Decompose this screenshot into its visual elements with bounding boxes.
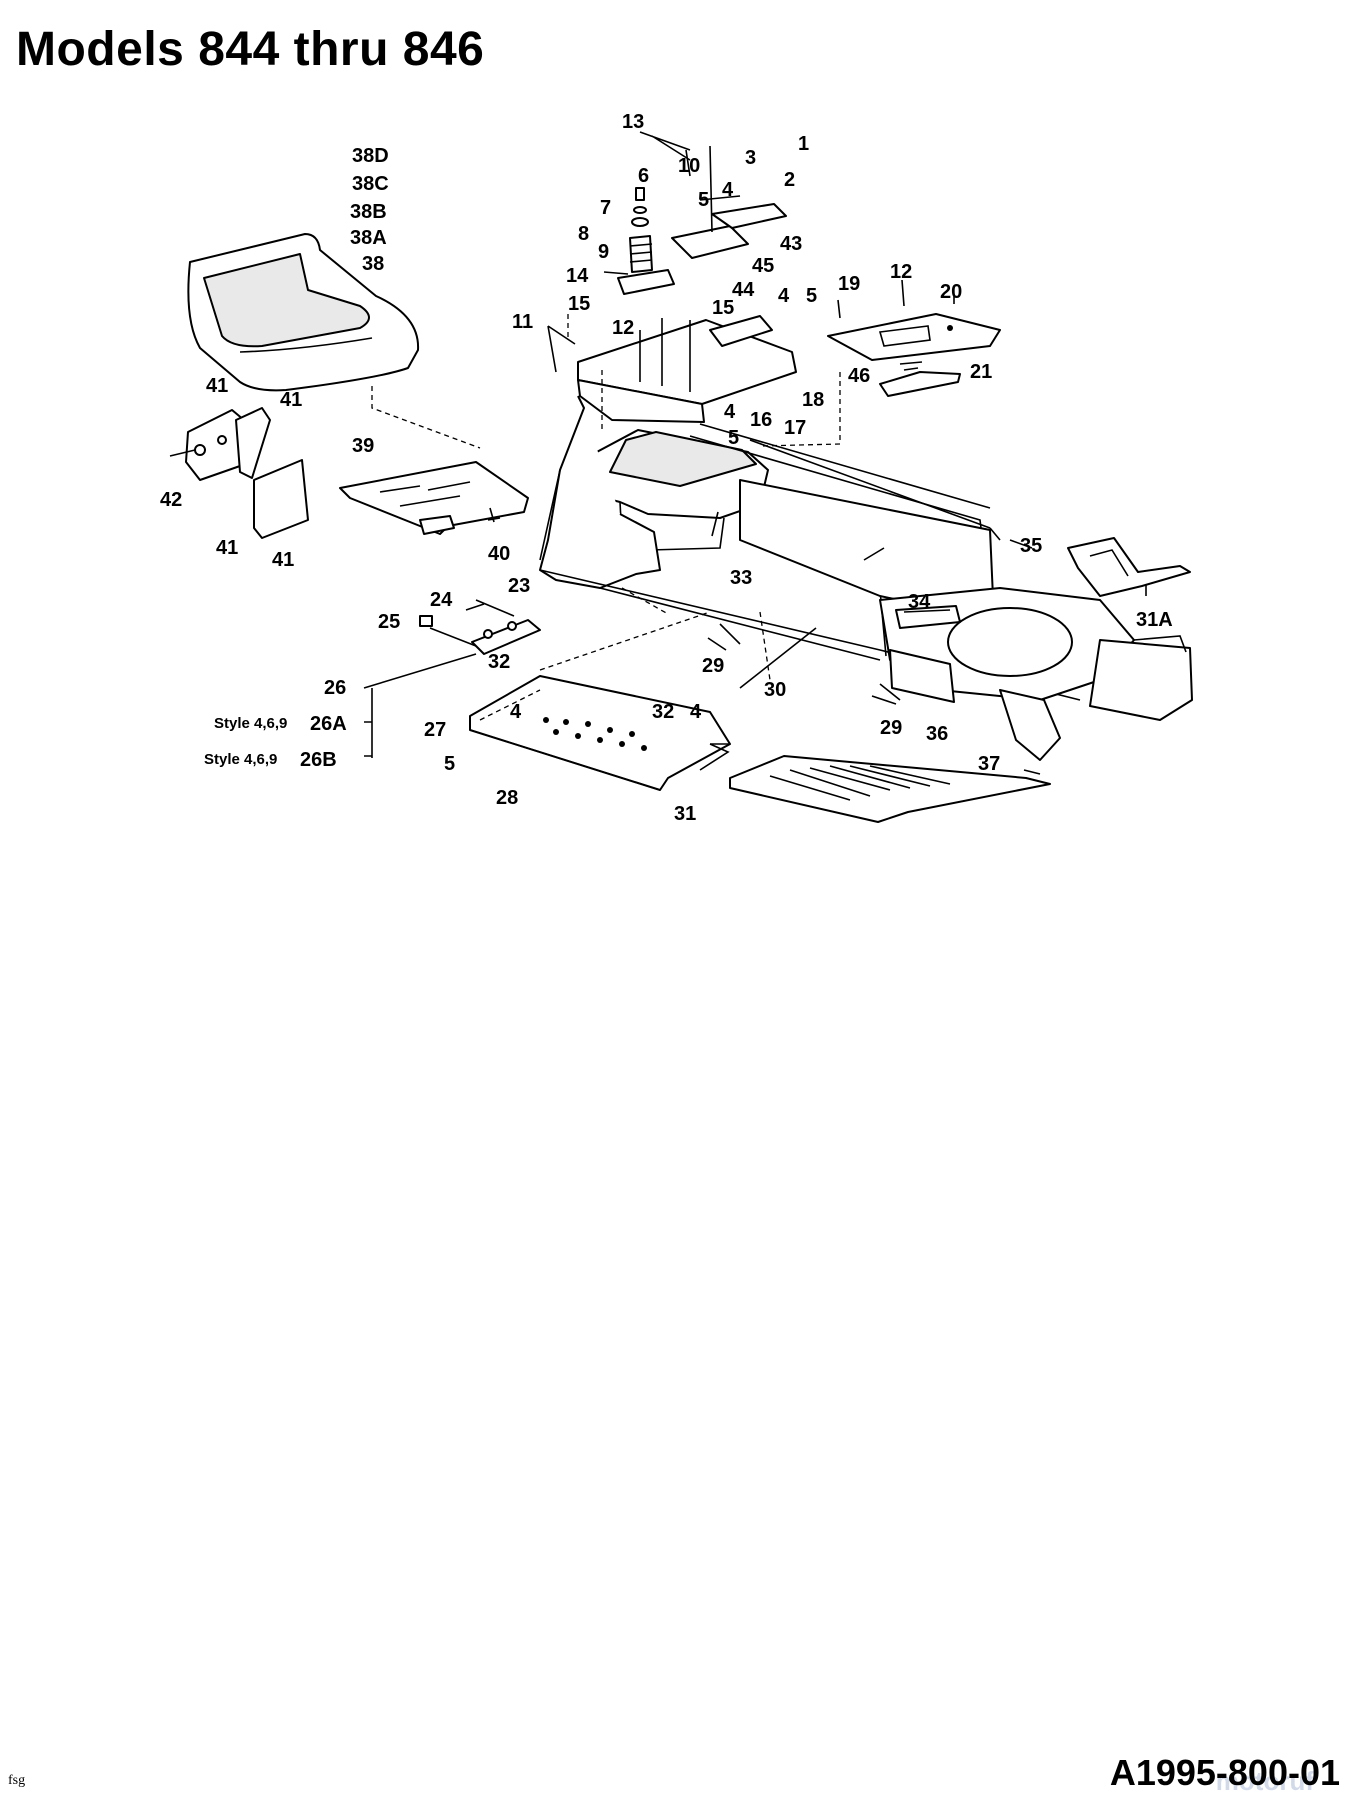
callout-4e: 4 [690, 701, 702, 723]
callout-43: 43 [780, 233, 802, 255]
callout-41a: 41 [206, 375, 228, 397]
callout-34: 34 [908, 591, 931, 613]
callout-25: 25 [378, 611, 400, 633]
callout-26: 26 [324, 677, 346, 699]
callout-42: 42 [160, 489, 182, 511]
rear-step-drawing [1067, 537, 1191, 597]
callout-38B: 38B [350, 201, 387, 223]
callout-37: 37 [978, 753, 1000, 775]
callout-15: 15 [568, 293, 590, 315]
style-label-a: Style 4,6,9 [214, 715, 287, 732]
callout-6: 6 [638, 165, 649, 187]
console-drawing [577, 315, 797, 423]
callout-41b: 41 [280, 389, 302, 411]
callout-5d: 5 [444, 753, 455, 775]
callout-32b: 32 [652, 701, 674, 723]
page-title: Models 844 thru 846 [16, 23, 485, 76]
callout-38: 38 [362, 253, 384, 275]
callout-21: 21 [970, 361, 992, 383]
floor-mat-drawing [729, 755, 1051, 823]
callout-26A: 26A [310, 713, 347, 735]
callout-38C: 38C [352, 173, 389, 195]
callout-45: 45 [752, 255, 774, 277]
callout-9: 9 [598, 241, 609, 263]
callout-29a: 29 [702, 655, 724, 677]
callout-23: 23 [508, 575, 530, 597]
callout-41d: 41 [272, 549, 294, 571]
callout-40: 40 [488, 543, 510, 565]
callout-20: 20 [940, 281, 962, 303]
callout-17: 17 [784, 417, 806, 439]
callout-labels: 13 10 3 2 1 6 7 8 9 5 4 43 45 44 14 15 1… [160, 111, 1173, 825]
callout-3: 3 [745, 147, 756, 169]
callout-31A: 31A [1136, 609, 1173, 631]
callout-8: 8 [578, 223, 589, 245]
seat-pan-drawing [339, 461, 529, 535]
spring-assembly-drawing [617, 145, 787, 295]
callout-2: 2 [784, 169, 795, 191]
callout-1: 1 [798, 133, 809, 155]
callout-15b: 15 [712, 297, 734, 319]
seat-alignment-line [371, 386, 481, 449]
callout-24: 24 [430, 589, 453, 611]
callout-5c: 5 [728, 427, 739, 449]
callout-28: 28 [496, 787, 518, 809]
callout-10: 10 [678, 155, 700, 177]
callout-46: 46 [848, 365, 870, 387]
diagram-number: A1995-800-01 [1109, 1752, 1340, 1793]
callout-7: 7 [600, 197, 611, 219]
callout-13: 13 [622, 111, 644, 133]
callout-29b: 29 [880, 717, 902, 739]
callout-38A: 38A [350, 227, 387, 249]
alignment-lines [479, 314, 841, 721]
callout-36: 36 [926, 723, 948, 745]
callout-27: 27 [424, 719, 446, 741]
callout-33: 33 [730, 567, 752, 589]
callout-5: 5 [698, 189, 709, 211]
callout-4b: 4 [778, 285, 790, 307]
callout-39: 39 [352, 435, 374, 457]
callout-11: 11 [512, 311, 533, 333]
callout-4d: 4 [510, 701, 522, 723]
seat-drawing [187, 233, 420, 392]
seat-hinge-drawing [169, 407, 309, 539]
callout-12: 12 [612, 317, 634, 339]
callout-35: 35 [1020, 535, 1042, 557]
callout-31: 31 [674, 803, 696, 825]
callout-14: 14 [566, 265, 589, 287]
linkage-drawing [419, 599, 901, 705]
callout-18: 18 [802, 389, 824, 411]
callout-19: 19 [838, 273, 860, 295]
callout-38D: 38D [352, 145, 389, 167]
callout-4c: 4 [724, 401, 736, 423]
callout-12b: 12 [890, 261, 912, 283]
callout-30: 30 [764, 679, 786, 701]
leader-lines [363, 131, 1147, 775]
callout-5b: 5 [806, 285, 817, 307]
callout-32a: 32 [488, 651, 510, 673]
style-label-b: Style 4,6,9 [204, 751, 277, 768]
footrest-drawing [469, 675, 731, 791]
footer-code: fsg [8, 1773, 26, 1788]
callout-41c: 41 [216, 537, 238, 559]
callout-26B: 26B [300, 749, 337, 771]
callout-4: 4 [722, 179, 734, 201]
frame-drawing [539, 395, 1193, 761]
fender-box-drawing [577, 429, 769, 551]
callout-16: 16 [750, 409, 772, 431]
watermark-logo: motoruf [1215, 1766, 1314, 1796]
callout-44: 44 [732, 279, 755, 301]
bracket-plate-drawing [827, 279, 1001, 397]
